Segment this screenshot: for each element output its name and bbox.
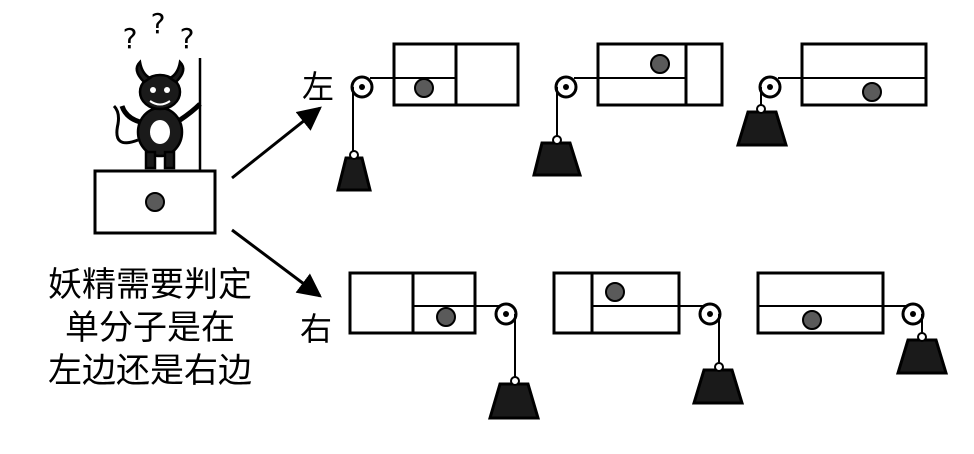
- caption-line-1: 妖精需要判定: [48, 265, 252, 305]
- weight: [735, 110, 789, 147]
- weight: [487, 382, 541, 420]
- bottom-panel-2: [552, 271, 745, 405]
- question-mark-3: ?: [180, 22, 195, 55]
- label-left: 左: [302, 68, 334, 106]
- arrow-to-left-case: [231, 106, 322, 180]
- bottom-panel-1-molecule: [436, 307, 456, 327]
- top-panel-2-molecule: [650, 54, 670, 74]
- demon-box: [93, 169, 217, 235]
- weight: [532, 141, 583, 177]
- top-panel-1-molecule: [414, 78, 434, 98]
- top-panel-1: [336, 42, 520, 192]
- label-right: 右: [300, 310, 332, 348]
- bottom-panel-3-molecule: [802, 310, 822, 330]
- weight: [336, 156, 372, 192]
- weight: [895, 338, 949, 375]
- arrow-to-right-case: [231, 228, 322, 298]
- weight: [691, 368, 745, 405]
- caption-line-2: 单分子是在: [65, 308, 235, 348]
- demon-box-molecule: [145, 192, 165, 212]
- top-panel-2: [532, 42, 724, 177]
- bottom-panel-2-molecule: [605, 282, 625, 302]
- demon-figure: [112, 58, 202, 170]
- caption-line-3: 左边还是右边: [48, 351, 252, 391]
- bottom-panel-1: [348, 271, 541, 420]
- question-mark-2: ?: [151, 7, 166, 40]
- question-mark-1: ?: [123, 22, 138, 55]
- top-panel-3: [735, 42, 928, 147]
- bottom-panel-3: [756, 271, 949, 375]
- top-panel-3-molecule: [862, 82, 882, 102]
